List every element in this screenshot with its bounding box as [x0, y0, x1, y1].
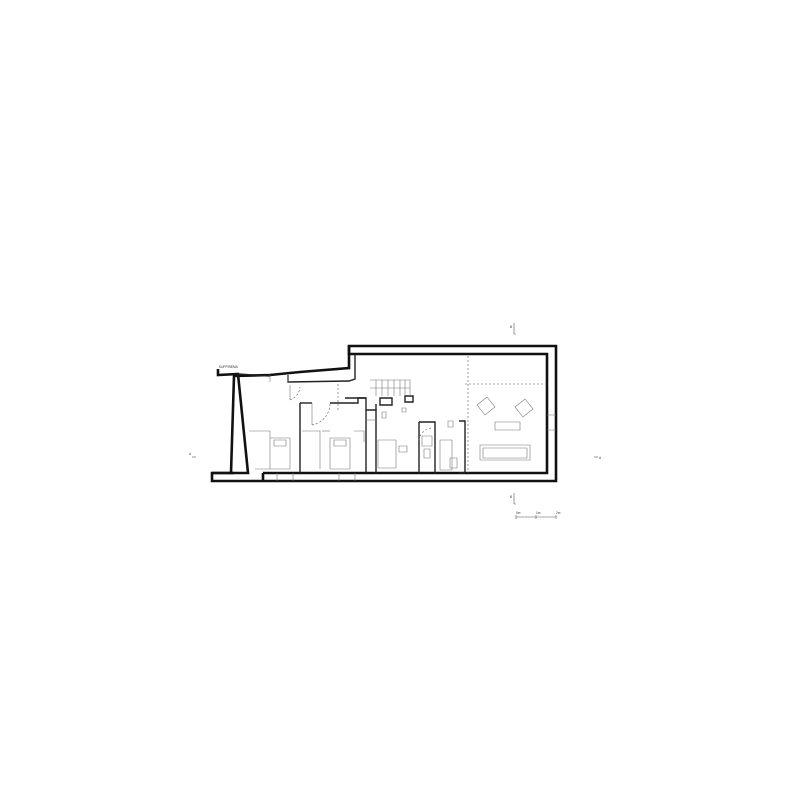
scale-tick-2: 2m [556, 511, 561, 515]
furniture-living [465, 356, 547, 473]
scale-tick-1: 1m [536, 511, 541, 515]
doors [289, 385, 433, 441]
furniture-kitchen-bath [322, 407, 458, 471]
scale-bar: 0m 1m 2m [515, 511, 561, 519]
section-markers: B B A A [189, 323, 602, 505]
furniture-beds [249, 430, 351, 470]
windows [269, 375, 556, 481]
scale-tick-0: 0m [516, 511, 521, 515]
room-label: KUPPIREMA [219, 365, 239, 369]
staircase [337, 379, 411, 410]
section-top-label: B [510, 325, 512, 329]
section-right-label: A [599, 456, 602, 460]
section-bottom-label: B [510, 495, 512, 499]
exterior-walls [210, 344, 558, 483]
section-left-label: A [189, 452, 192, 456]
interior-walls [299, 395, 466, 474]
